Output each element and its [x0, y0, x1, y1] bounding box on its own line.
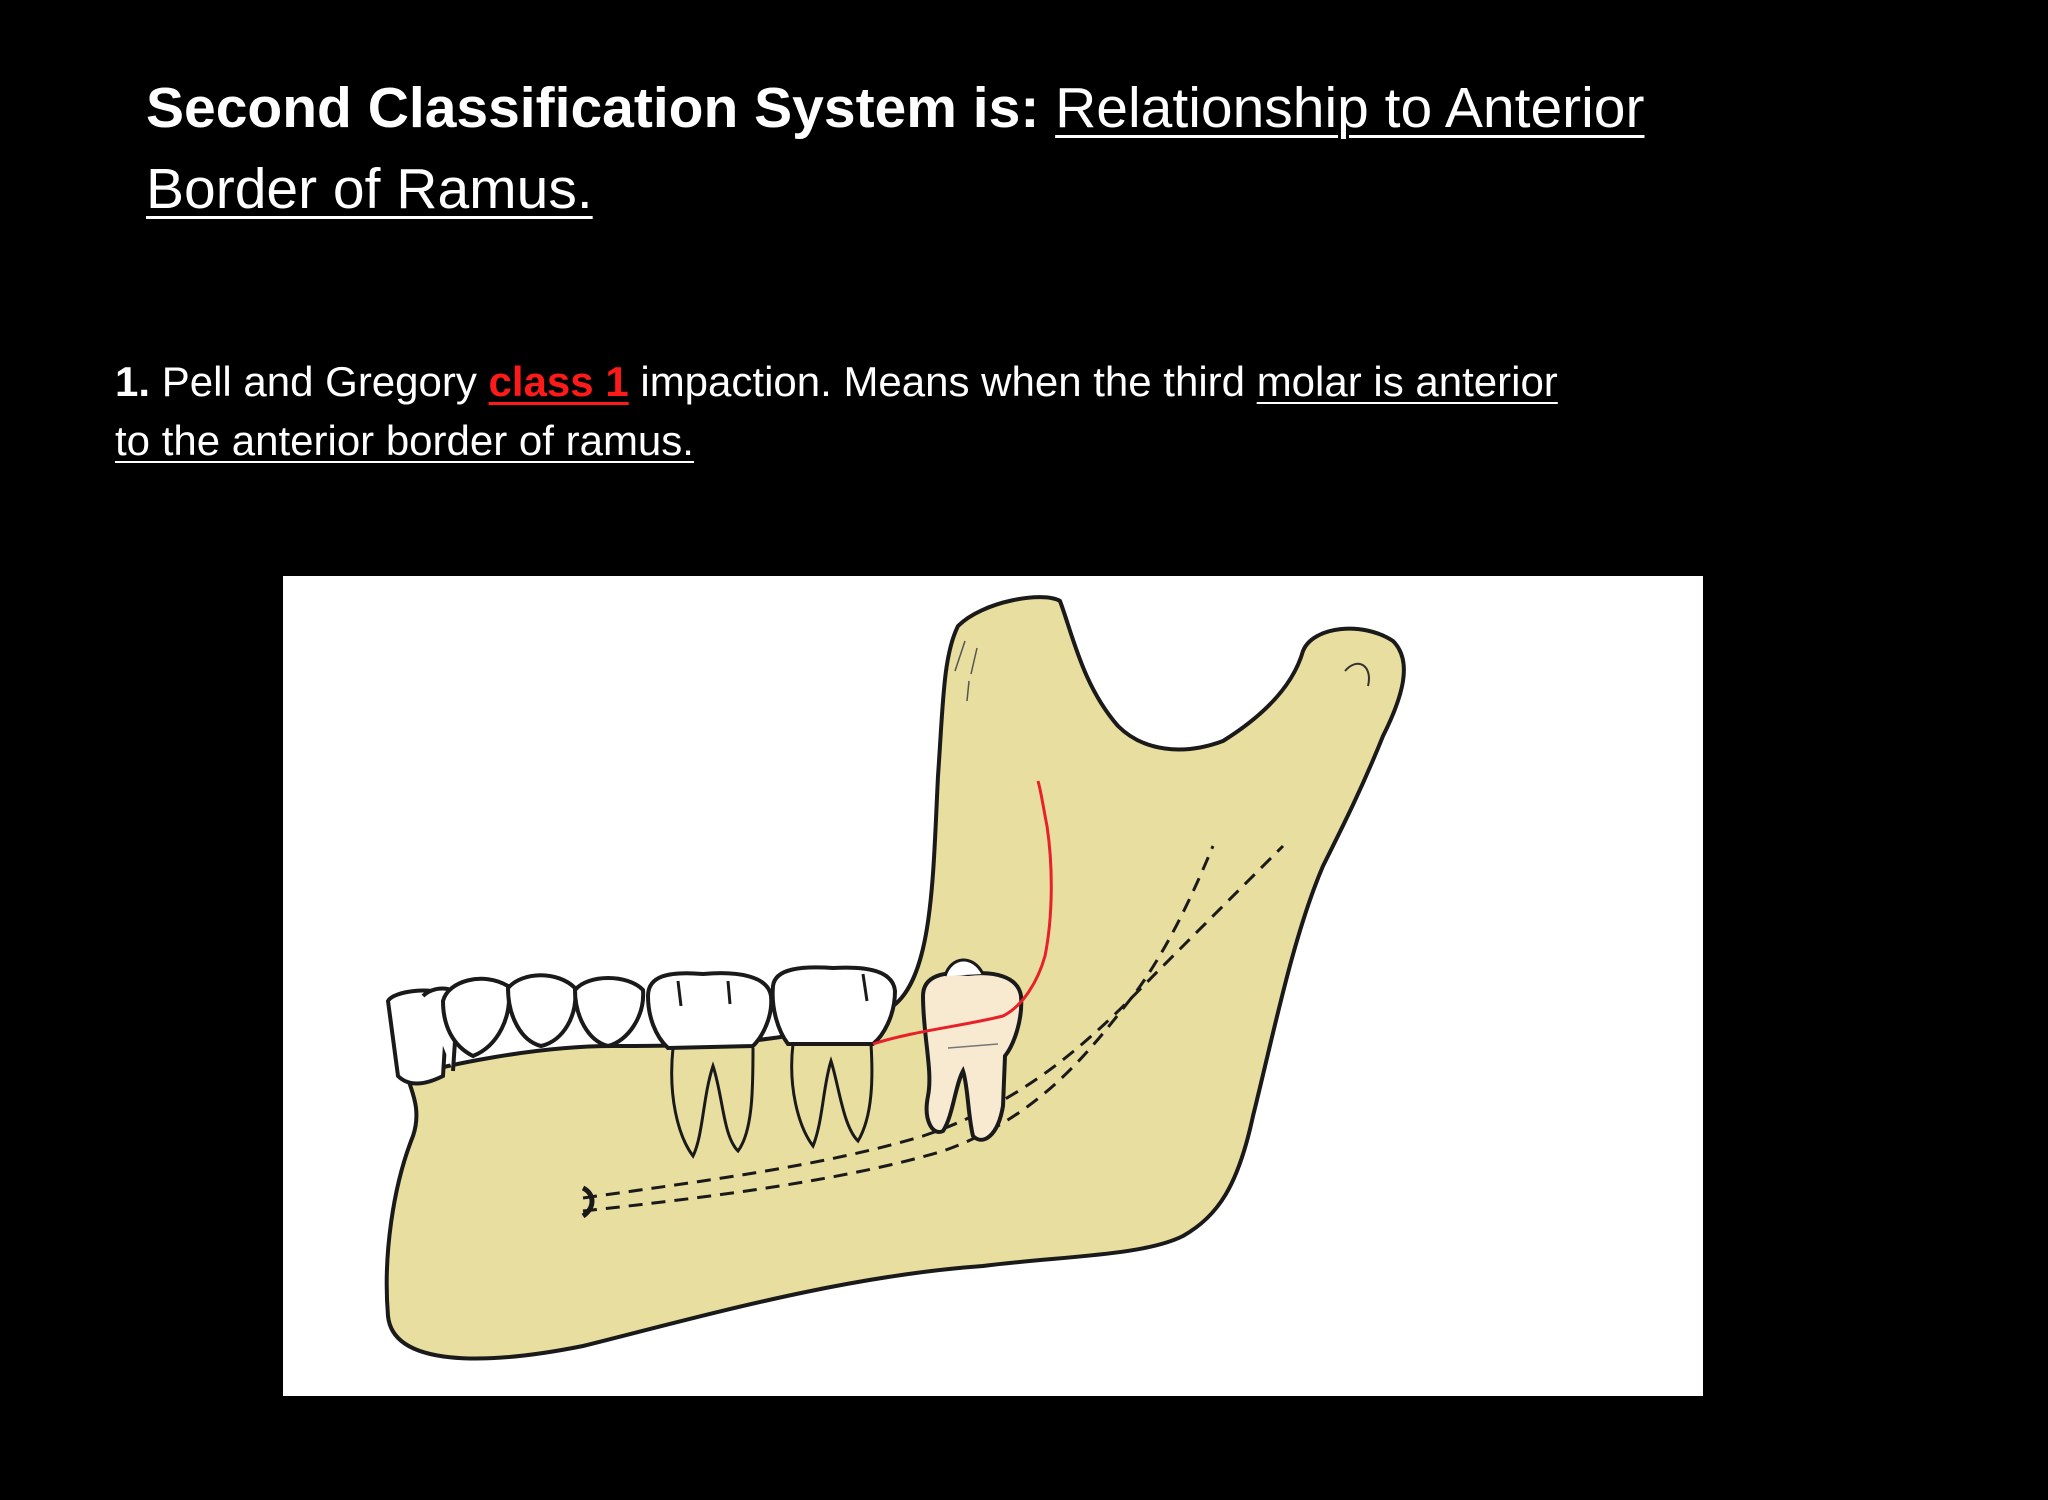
mandible-illustration: [384, 595, 1406, 1361]
mandible-figure: [283, 576, 1703, 1396]
coronoid-texture: [954, 640, 978, 702]
mandibular-canal-upper: [582, 844, 1285, 1200]
point-1-text: 1. Pell and Gregory class 1 impaction. M…: [115, 352, 1595, 470]
slide-title: Second Classification System is: Relatio…: [146, 68, 1746, 230]
mandible-bone: [384, 595, 1406, 1361]
anterior-ramus-border-line: [872, 780, 1053, 1046]
point-text-middle: impaction. Means when the third: [640, 358, 1246, 405]
first-molar-roots: [670, 1047, 755, 1159]
mental-foramen: [581, 1185, 595, 1219]
condyle-detail: [1344, 662, 1370, 687]
second-molar-roots: [790, 1043, 874, 1150]
title-underlined-part: Relationship to Anterior Border of Ramus…: [146, 76, 1645, 221]
point-text-before: Pell and Gregory: [161, 358, 477, 405]
mandibular-canal-lower: [582, 845, 1215, 1213]
first-molar: [645, 971, 774, 1051]
second-molar: [770, 965, 898, 1046]
anterior-teeth: [385, 973, 646, 1086]
title-bold-part: Second Classification System is:: [146, 76, 1040, 140]
third-molar: [920, 958, 1024, 1142]
point-number: 1.: [115, 358, 151, 405]
point-underlined-part: molar is anterior to the anterior border…: [115, 358, 1558, 464]
class-highlight: class 1: [488, 358, 629, 405]
